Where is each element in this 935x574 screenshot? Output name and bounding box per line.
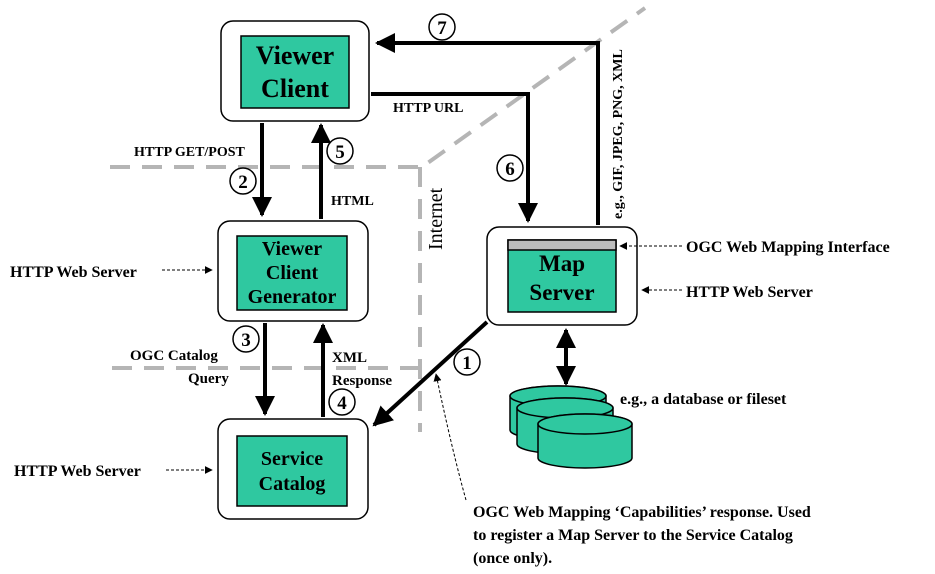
- pointer-capabilities-note: [433, 373, 467, 501]
- label-database-note: e.g., a database or fileset: [620, 391, 787, 408]
- step-markers: 7 5 2 6 3 4 1: [229, 13, 524, 416]
- step-number-1: 1: [462, 353, 472, 374]
- catalog-label-line1: Service: [261, 448, 323, 470]
- label-image-formats: e.g., GIF, JPEG, PNG, XML: [611, 49, 626, 219]
- step-marker-7: 7: [428, 13, 456, 41]
- viewer-client-inner-box: [240, 35, 350, 109]
- step-number-7: 7: [437, 18, 447, 39]
- label-http-web-server-map: HTTP Web Server: [686, 284, 813, 301]
- generator-label-line1: Viewer: [262, 238, 322, 260]
- label-xml-response-line1: XML: [332, 350, 367, 366]
- internet-boundary: [110, 6, 647, 432]
- step-marker-4: 4: [328, 388, 356, 416]
- viewer-client-generator: Viewer Client Generator: [217, 220, 369, 322]
- catalog-inner-box: [236, 435, 348, 507]
- viewer-client-label-line1: Viewer: [256, 41, 334, 70]
- map-server-label-line1: Map: [539, 251, 585, 276]
- arrow-step-6: [371, 92, 538, 223]
- step-number-3: 3: [241, 330, 251, 351]
- generator-label-line3: Generator: [248, 286, 337, 308]
- pointer-arrows: [162, 242, 682, 501]
- step-marker-6: 6: [496, 154, 524, 182]
- step-number-4: 4: [337, 393, 347, 414]
- label-ogc-catalog-query-line2: Query: [188, 371, 229, 387]
- map-server: Map Server: [486, 226, 638, 326]
- step-number-6: 6: [505, 159, 515, 180]
- step-marker-2: 2: [229, 167, 257, 195]
- service-catalog: Service Catalog: [217, 418, 369, 520]
- step-marker-5: 5: [326, 137, 354, 165]
- generator-inner-box: [236, 235, 348, 311]
- map-server-label-line2: Server: [529, 280, 594, 305]
- label-http-url: HTTP URL: [393, 101, 463, 116]
- label-capabilities-note-line2: to register a Map Server to the Service …: [473, 527, 793, 544]
- viewer-client-label-line2: Client: [261, 74, 329, 103]
- label-html: HTML: [331, 194, 374, 209]
- step-marker-1: 1: [453, 348, 481, 376]
- database-icon: [509, 385, 633, 469]
- flow-arrows: [252, 33, 600, 427]
- database-cylinder-3-top: [537, 413, 633, 435]
- catalog-label-line2: Catalog: [259, 473, 326, 495]
- label-internet: Internet: [425, 187, 447, 250]
- step-marker-3: 3: [232, 325, 260, 353]
- label-ogc-web-mapping-interface: OGC Web Mapping Interface: [686, 239, 890, 256]
- label-xml-response-line2: Response: [332, 373, 392, 389]
- label-http-web-server-generator: HTTP Web Server: [10, 264, 137, 281]
- label-http-web-server-catalog: HTTP Web Server: [14, 463, 141, 480]
- step-number-2: 2: [238, 172, 248, 193]
- label-capabilities-note-line1: OGC Web Mapping ‘Capabilities’ response.…: [473, 504, 811, 521]
- viewer-client: Viewer Client: [220, 20, 370, 122]
- boundary-upper: [110, 6, 647, 169]
- arrow-step-1: [372, 320, 489, 427]
- label-ogc-catalog-query-line1: OGC Catalog: [130, 348, 218, 364]
- web-mapping-interface-bar: [507, 239, 617, 251]
- label-capabilities-note-line3: (once only).: [473, 550, 552, 567]
- step-number-5: 5: [335, 142, 345, 163]
- generator-label-line2: Client: [266, 262, 319, 284]
- arrow-step-7: [375, 33, 600, 225]
- label-http-get-post: HTTP GET/POST: [134, 145, 246, 160]
